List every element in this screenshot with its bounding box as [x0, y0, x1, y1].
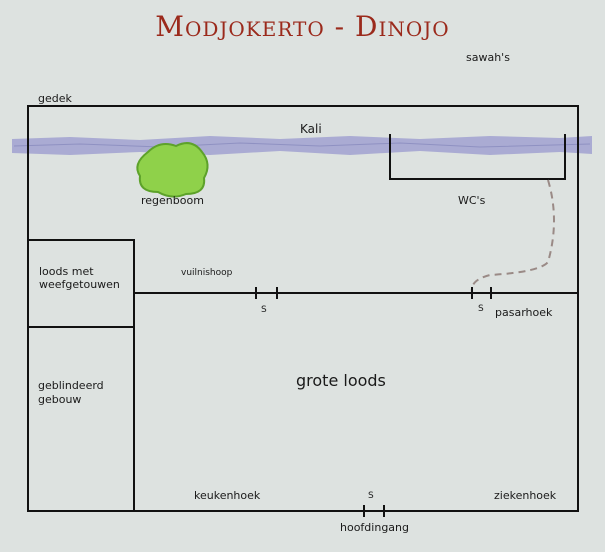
gate-right-marks [471, 287, 492, 299]
wc-enclosure [389, 134, 566, 180]
label-hoofdingang: hoofdingang [340, 521, 409, 534]
label-pasarhoek: pasarhoek [495, 306, 553, 319]
label-regenboom: regenboom [141, 194, 204, 207]
label-kali: Kali [300, 122, 322, 136]
label-gedek: gedek [38, 92, 72, 105]
label-weefgetouwen: weefgetouwen [39, 278, 120, 291]
rain-tree [136, 142, 209, 198]
label-gate-s-bottom: S [368, 491, 374, 501]
label-sawahs: sawah's [466, 51, 510, 64]
map-title: Modjokerto - Dinojo [155, 10, 450, 43]
label-keukenhoek: keukenhoek [194, 489, 261, 502]
label-gate-s-right: S [478, 304, 484, 314]
gate-bottom-marks [363, 505, 385, 517]
label-ziekenhoek: ziekenhoek [494, 489, 557, 502]
river-texture [13, 142, 591, 148]
gate-left-marks [255, 287, 278, 299]
label-gebouw: gebouw [38, 393, 82, 406]
label-gate-s-left: S [261, 305, 267, 315]
label-vuilnishoop: vuilnishoop [181, 268, 233, 278]
label-grote-loods: grote loods [296, 371, 386, 390]
path-to-wc [470, 179, 555, 293]
geblindeerd-gebouw-building [27, 326, 135, 512]
label-loods-met: loods met [39, 265, 94, 278]
label-geblindeerd: geblindeerd [38, 379, 104, 392]
label-wcs: WC's [458, 194, 486, 207]
